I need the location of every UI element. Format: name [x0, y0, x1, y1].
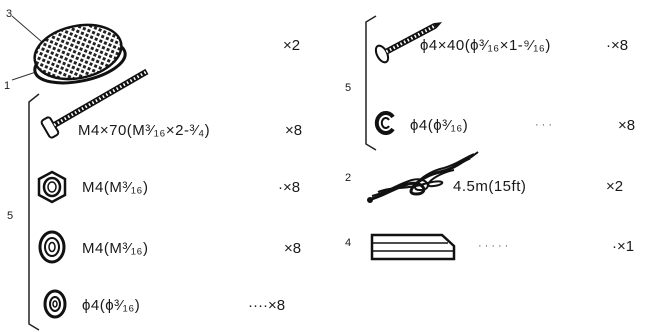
right-group-bracket: [365, 15, 377, 151]
sheet-quantity: ·×1: [612, 238, 635, 255]
sheet-ref: 4: [345, 237, 352, 249]
cable-quantity: ×2: [606, 178, 624, 195]
wood-screw-icon: [374, 22, 443, 64]
small-washer-label: ϕ4(ϕ³⁄₁₆): [82, 297, 141, 314]
small-washer-quantity: ····×8: [248, 297, 286, 314]
template-sheet-icon: [370, 233, 456, 261]
wood-screw-label: ϕ4×40(ϕ³⁄₁₆×1-⁹⁄₁₆): [420, 37, 551, 54]
hex-nut-icon: [37, 170, 67, 204]
sheet-dots: ·····: [478, 240, 512, 252]
pad-quantity: ×2: [283, 37, 301, 54]
washer-icon: [38, 230, 66, 264]
rubber-pad-icon: [11, 15, 127, 85]
c-washer-icon: [374, 111, 395, 135]
hex-nut-label: M4(M³⁄₁₆): [82, 179, 149, 196]
cable-ref: 2: [345, 172, 352, 184]
cable-icon: [367, 151, 479, 203]
c-washer-dots: ···: [535, 119, 555, 131]
left-group-ref: 5: [7, 210, 14, 222]
long-bolt-label: M4×70(M³⁄₁₆×2-³⁄₄): [78, 122, 211, 139]
hex-nut-quantity: ·×8: [278, 179, 301, 196]
left-group-bracket: [28, 93, 40, 331]
small-washer-icon: [43, 289, 67, 319]
long-bolt-icon: [40, 68, 149, 139]
cable-label: 4.5m(15ft): [453, 178, 527, 195]
wood-screw-quantity: ·×8: [606, 37, 629, 54]
long-bolt-quantity: ×8: [285, 122, 303, 139]
washer-quantity: ×8: [284, 240, 302, 257]
right-group-ref: 5: [345, 82, 352, 94]
pad-ref-3: 3: [6, 8, 13, 20]
washer-label: M4(M³⁄₁₆): [82, 240, 149, 257]
c-washer-quantity: ×8: [618, 117, 636, 134]
pad-ref-1: 1: [4, 80, 11, 92]
c-washer-label: ϕ4(ϕ³⁄₁₆): [410, 117, 469, 134]
